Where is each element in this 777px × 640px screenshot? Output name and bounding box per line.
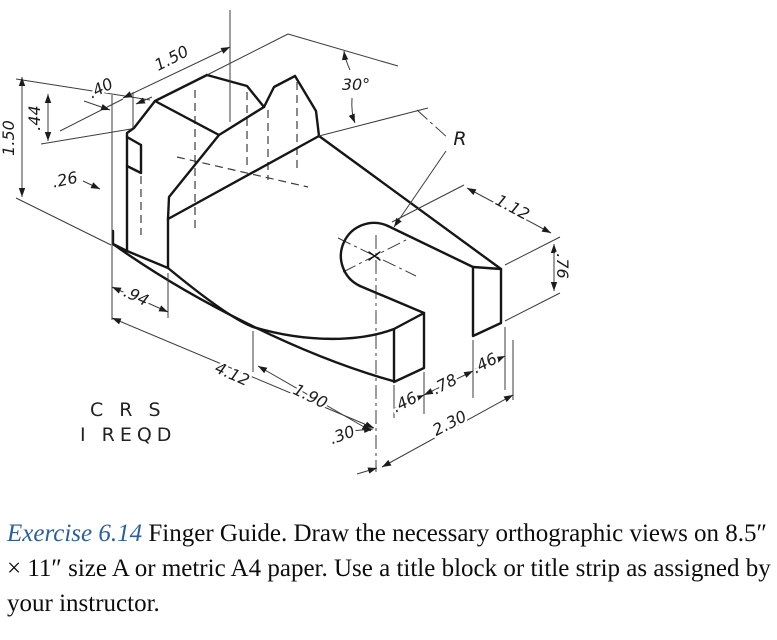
dimension-lines <box>18 46 558 475</box>
quantity-label: I REQD <box>80 424 176 446</box>
part-outline <box>111 73 503 384</box>
dim-end-height: .76 <box>553 253 572 278</box>
dim-slot-radius: R <box>453 128 466 150</box>
dim-end-width: 2.30 <box>429 407 469 440</box>
dim-total-height: 1.50 <box>0 120 18 156</box>
caption: Exercise 6.14 Finger Guide. Draw the nec… <box>7 516 771 621</box>
dimension-labels: 1.50 .40 1.50 .44 .26 .94 4.12 1.90 .30 … <box>0 39 575 451</box>
dim-base-thickness: .30 <box>327 422 357 449</box>
hidden-edges <box>140 82 309 235</box>
dim-chamfer-height: .44 <box>25 105 44 130</box>
dim-slot-length: 1.90 <box>290 380 330 413</box>
dim-base-offset: .94 <box>121 282 152 310</box>
dim-overall-length: 4.12 <box>212 358 252 390</box>
dim-block-offset: .40 <box>85 74 116 102</box>
dim-prong-length: 1.12 <box>492 190 532 224</box>
material-note: C R S I REQD <box>80 399 176 446</box>
caption-text: Finger Guide. Draw the necessary orthogr… <box>7 520 771 617</box>
dim-slot-width: .78 <box>429 370 460 398</box>
dim-chamfer-angle: 30° <box>342 75 370 94</box>
material-label: C R S <box>90 399 166 421</box>
exercise-number-label: Exercise 6.14 <box>7 520 143 547</box>
technical-drawing-figure: 1.50 .40 1.50 .44 .26 .94 4.12 1.90 .30 … <box>0 10 575 475</box>
dim-notch-depth: .26 <box>50 168 79 192</box>
dim-prong-rear-width: .46 <box>469 349 500 377</box>
isometric-drawing-svg: 1.50 .40 1.50 .44 .26 .94 4.12 1.90 .30 … <box>0 10 575 475</box>
dim-top-width: 1.50 <box>151 42 191 75</box>
